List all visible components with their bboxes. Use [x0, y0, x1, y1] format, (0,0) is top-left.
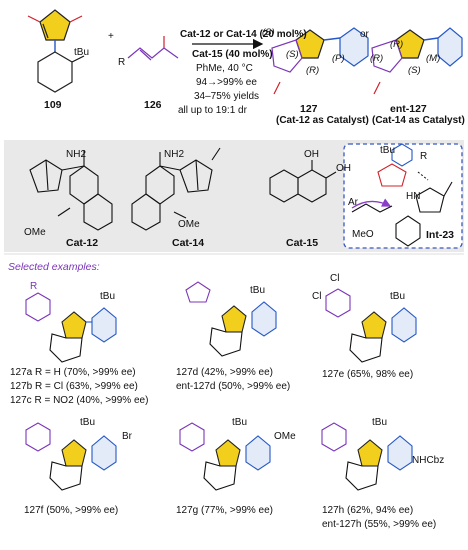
- cat-15-structure: [269, 160, 337, 203]
- example-ent-127d: ent-127d (50%, >99% ee): [176, 381, 291, 392]
- maleimide-109-structure: [27, 9, 85, 93]
- ex1-r: R: [30, 281, 38, 292]
- example-127a-c-structure: [25, 292, 117, 363]
- stereo-s1: (S): [262, 27, 275, 38]
- catalyst-condition: Cat-12 or Cat-14 (20 mol%): [180, 29, 307, 40]
- ex5-tbu: tBu: [232, 417, 248, 428]
- int23-tbu: tBu: [380, 145, 396, 156]
- stereo-s2: (S): [286, 49, 299, 60]
- cat14-label: Cat-14: [172, 237, 205, 249]
- cat15-label: Cat-15: [286, 237, 319, 249]
- int23-ar: Ar: [348, 197, 358, 208]
- example-127b: 127b R = Cl (63%, >99% ee): [10, 381, 138, 392]
- example-127h: 127h (62%, 94% ee): [322, 505, 414, 516]
- ex6-tbu: tBu: [372, 417, 388, 428]
- example-127e-structure: [325, 288, 417, 363]
- compound-label-109: 109: [44, 99, 62, 111]
- example-127f: 127f (50%, >99% ee): [24, 505, 119, 516]
- product-ent-127-structure: [371, 27, 463, 95]
- cat14-nh2: NH2: [164, 149, 185, 160]
- int23-r: R: [420, 151, 428, 162]
- cat-12-structure: [29, 150, 113, 231]
- stereo-r: (R): [306, 65, 320, 76]
- ex3-cl1: Cl: [330, 273, 340, 284]
- or-label: or: [360, 29, 369, 40]
- cat12-ome: OMe: [24, 227, 46, 238]
- stereo-ent-r2: (R): [390, 39, 404, 50]
- plus-sign: +: [108, 31, 114, 42]
- intermediate-box: [343, 143, 463, 249]
- cat14-ome: OMe: [178, 219, 200, 230]
- co-catalyst-condition: Cat-15 (40 mol%): [192, 49, 273, 60]
- cat12-nh2: NH2: [66, 149, 87, 160]
- ex4-br: Br: [122, 431, 132, 442]
- ex4-tbu: tBu: [80, 417, 96, 428]
- cat12-label: Cat-12: [66, 237, 99, 249]
- product-label-ent-127: ent-127: [390, 103, 427, 115]
- ex2-tbu: tBu: [250, 285, 266, 296]
- ex3-cl2: Cl: [312, 291, 322, 302]
- example-ent-127h: ent-127h (55%, >99% ee): [322, 519, 437, 530]
- cat-14-structure: [131, 147, 221, 231]
- catalyst-note-127: (Cat-12 as Catalyst): [276, 115, 369, 126]
- ex6-nhcbz: NHCbz: [412, 455, 445, 466]
- ex1-tbu: tBu: [100, 291, 116, 302]
- product-127-structure: [271, 27, 369, 95]
- ex5-ome: OMe: [274, 431, 296, 442]
- int23-meo: MeO: [352, 229, 374, 240]
- stereo-ent-r1: (R): [370, 53, 384, 64]
- stereo-p: (P): [332, 53, 345, 64]
- int-23-structure: [351, 143, 453, 247]
- enone-126-structure: [127, 36, 179, 61]
- ee-range: 94→>99% ee: [196, 77, 257, 88]
- cat15-cooh: OH: [336, 163, 351, 174]
- example-127a: 127a R = H (70%, >99% ee): [10, 367, 136, 378]
- int23-label: Int-23: [426, 229, 455, 241]
- compound-label-126: 126: [144, 99, 162, 111]
- example-127g: 127g (77%, >99% ee): [176, 505, 274, 516]
- example-127d: 127d (42%, >99% ee): [176, 367, 274, 378]
- catalyst-note-ent-127: (Cat-14 as Catalyst): [372, 115, 465, 126]
- r-group-label: R: [118, 57, 126, 68]
- cat15-oh: OH: [304, 149, 319, 160]
- example-127e: 127e (65%, 98% ee): [322, 369, 414, 380]
- product-label-127: 127: [300, 103, 318, 115]
- dr-value: all up to 19:1 dr: [178, 105, 247, 116]
- example-127c: 127c R = NO2 (40%, >99% ee): [10, 395, 149, 406]
- example-127h-structure: [321, 422, 413, 491]
- example-127f-structure: [25, 422, 117, 491]
- solvent-temperature: PhMe, 40 °C: [196, 63, 253, 74]
- selected-examples-heading: Selected examples:: [8, 261, 100, 273]
- yield-range: 34–75% yields: [194, 91, 260, 102]
- example-127d-structure: [185, 281, 277, 357]
- example-127g-structure: [179, 422, 271, 491]
- int23-hn: HN: [406, 191, 421, 202]
- stereo-ent-m: (M): [426, 53, 441, 64]
- tbu-label: tBu: [74, 47, 90, 58]
- stereo-ent-s: (S): [408, 65, 421, 76]
- ex3-tbu: tBu: [390, 291, 406, 302]
